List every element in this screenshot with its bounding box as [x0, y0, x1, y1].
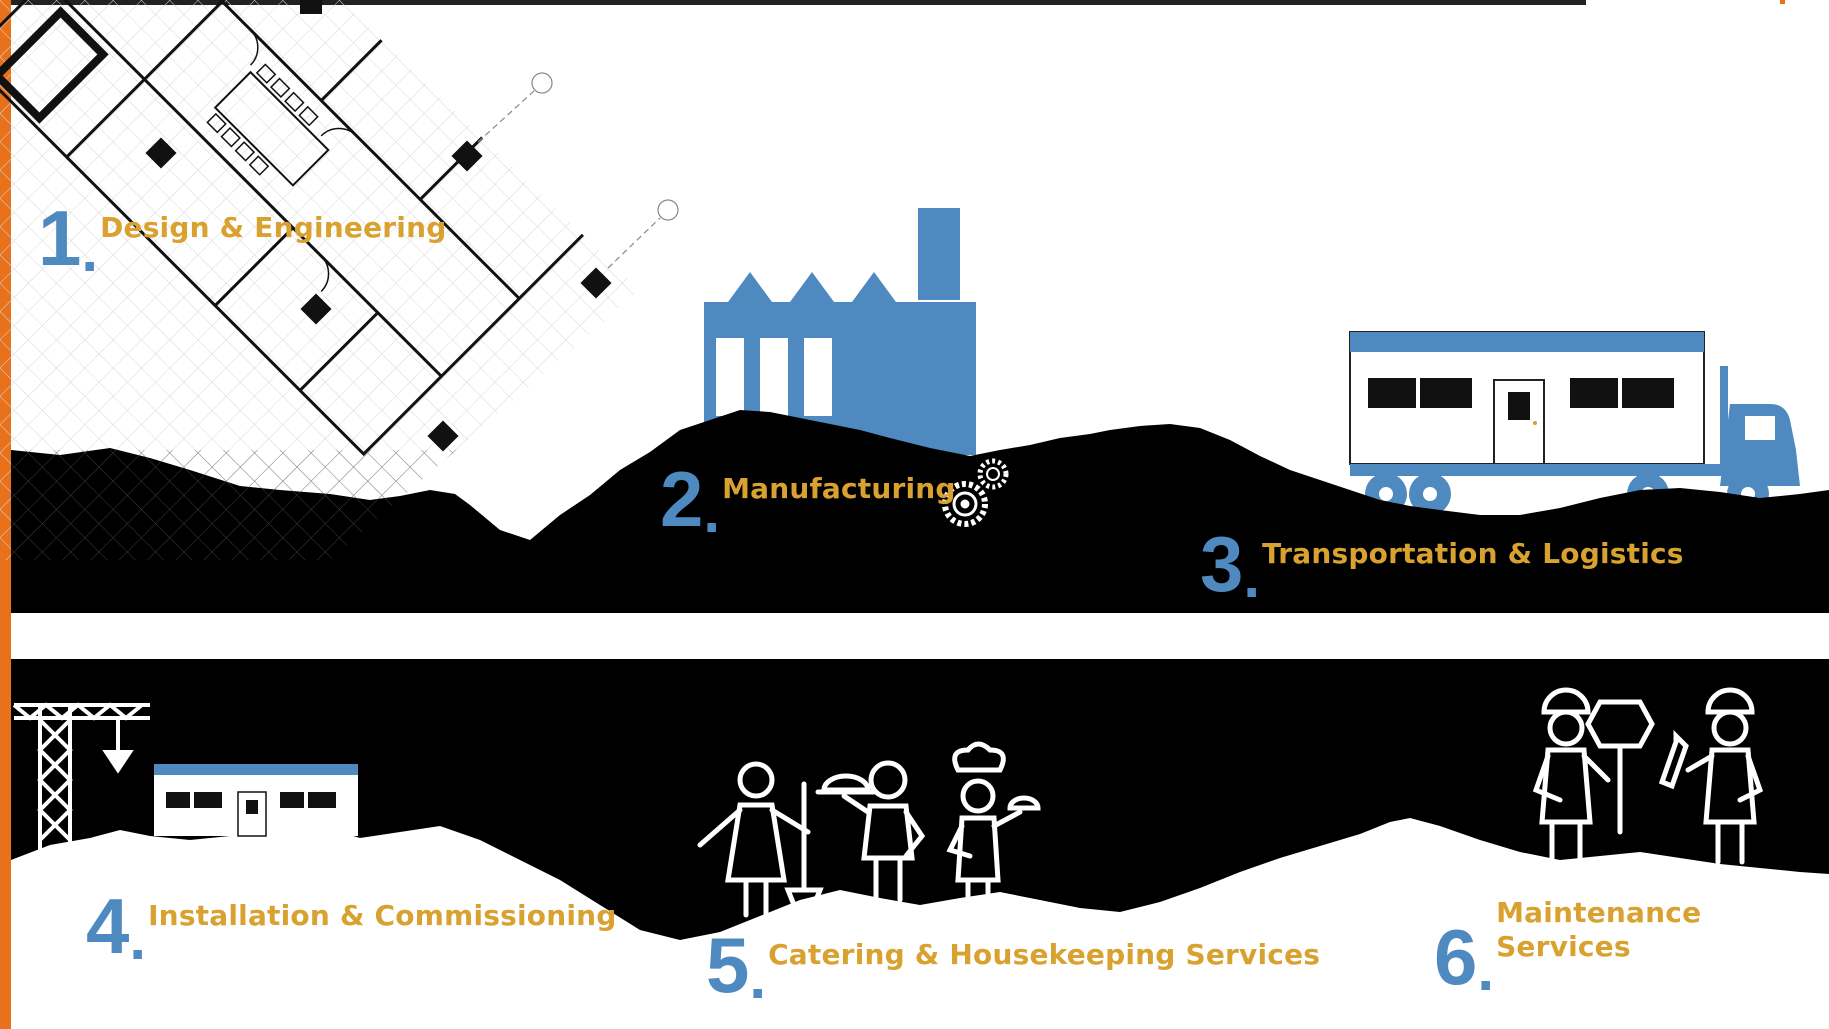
step-4-label: Installation & Commissioning — [148, 899, 617, 932]
factory-icon — [704, 208, 976, 455]
step-4-number: 4 — [86, 882, 130, 970]
step-5-dot: . — [749, 944, 767, 1011]
step-2-label: Manufacturing — [722, 472, 956, 505]
step-3-number: 3 — [1200, 520, 1244, 608]
step-1-dot: . — [81, 217, 99, 284]
grid-markers — [477, 72, 679, 269]
lower-ground — [11, 818, 1829, 1029]
gear-icon — [942, 458, 1009, 527]
step-6-number: 6 — [1434, 913, 1478, 1001]
step-4-dot: . — [129, 905, 147, 972]
building-icon — [154, 764, 358, 837]
step-3-dot: . — [1243, 543, 1261, 610]
truck-icon — [1349, 331, 1800, 515]
divider-strip — [11, 613, 1829, 659]
step-2: 2 . Manufacturing — [660, 455, 956, 545]
top-bar — [0, 0, 1586, 5]
step-1-number: 1 — [38, 194, 82, 282]
step-5-number: 5 — [706, 921, 750, 1009]
step-1-label: Design & Engineering — [100, 211, 447, 244]
step-6-label: Maintenance Services — [1496, 896, 1702, 963]
step-5: 5 . Catering & Housekeeping Services — [706, 921, 1321, 1011]
step-3: 3 . Transportation & Logistics — [1200, 520, 1684, 610]
step-2-number: 2 — [660, 455, 704, 543]
crane-icon — [12, 702, 150, 850]
step-3-label: Transportation & Logistics — [1262, 537, 1684, 570]
step-5-label: Catering & Housekeeping Services — [768, 938, 1321, 971]
workers-icon — [1532, 687, 1764, 865]
step-1: 1 . Design & Engineering — [38, 194, 447, 284]
step-6-dot: . — [1477, 936, 1495, 1003]
step-2-dot: . — [703, 478, 721, 545]
step-4: 4 . Installation & Commissioning — [86, 882, 617, 972]
staff-icon — [697, 741, 1041, 918]
step-6: 6 . Maintenance Services — [1434, 896, 1829, 1003]
